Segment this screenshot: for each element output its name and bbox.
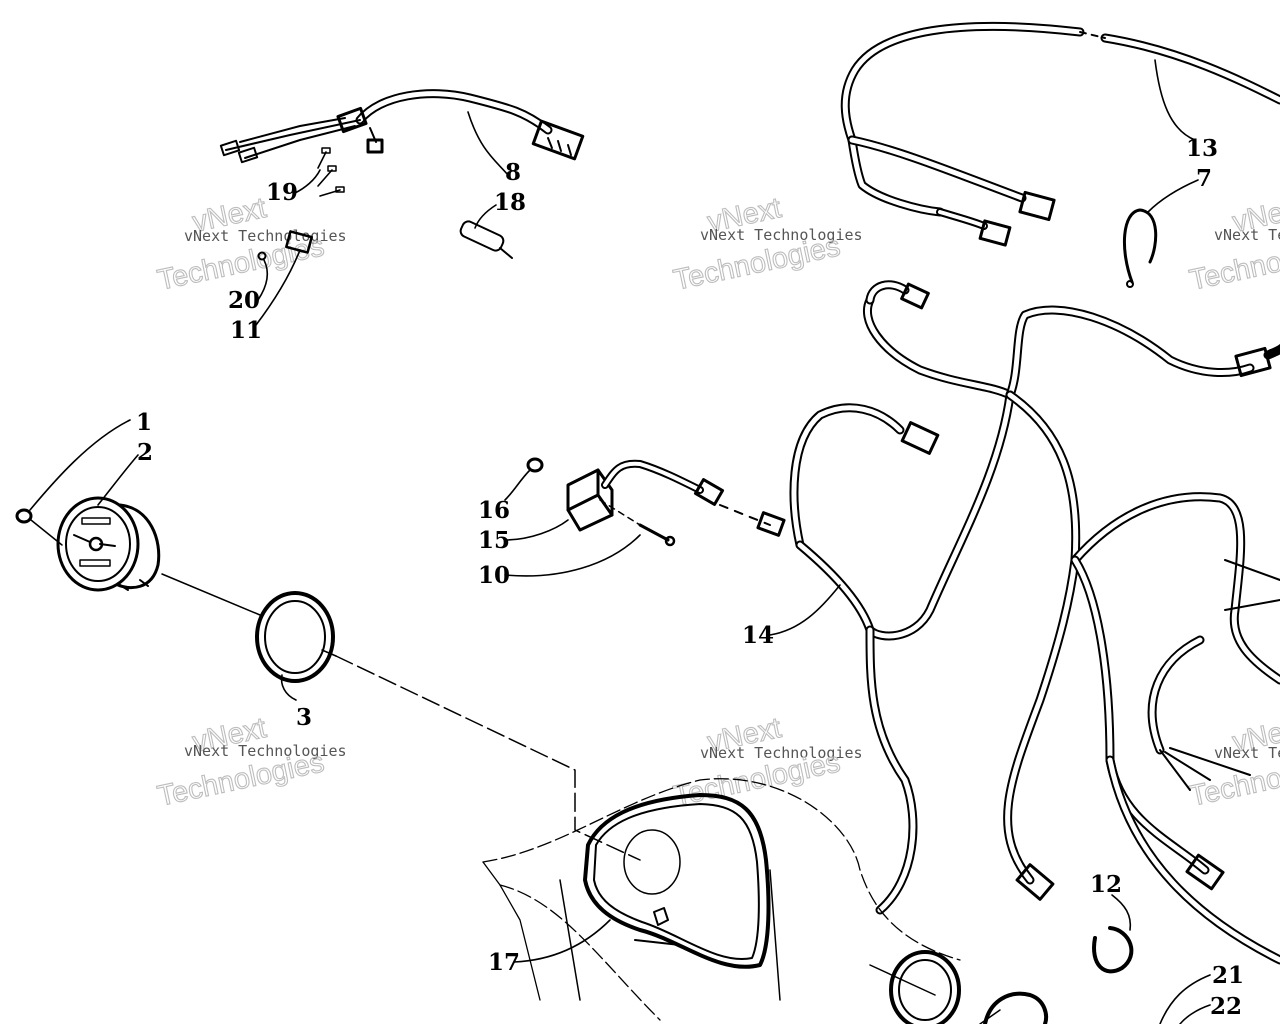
bezel-ring-bottom xyxy=(869,950,1049,1024)
watermark-bottom-center: vNext vNext Technologies Technologies xyxy=(670,712,863,814)
svg-text:vNext Technologies: vNext Technologies xyxy=(1214,226,1280,244)
fuse-part-18 xyxy=(459,220,513,259)
callout-labels: 1 2 3 7 8 10 11 12 13 14 15 16 17 18 19 … xyxy=(136,135,1244,1020)
harness-part-13 xyxy=(840,21,1280,247)
callout-22: 22 xyxy=(1210,993,1242,1020)
leader-lines xyxy=(29,59,1211,1024)
svg-text:vNext Technologies: vNext Technologies xyxy=(184,742,347,760)
callout-17: 17 xyxy=(488,949,520,976)
callout-13: 13 xyxy=(1186,135,1218,162)
callout-18: 18 xyxy=(494,189,526,216)
watermark-top-center: vNext vNext Technologies Technologies xyxy=(670,192,863,298)
watermark-top-right: vNext vNext Technologies Technologies xyxy=(1186,192,1280,298)
harness-part-8 xyxy=(219,89,585,164)
relay-module-part-15 xyxy=(526,457,725,547)
switch-part-11 xyxy=(257,230,313,261)
clamp-part-12 xyxy=(1092,926,1134,974)
callout-20: 20 xyxy=(228,287,260,314)
terminal-pins-part-19 xyxy=(317,147,345,197)
clip-part-7 xyxy=(1122,208,1158,288)
callout-16: 16 xyxy=(478,497,510,524)
callout-10: 10 xyxy=(478,562,510,589)
callout-19: 19 xyxy=(266,179,298,206)
svg-text:vNext Technologies: vNext Technologies xyxy=(184,227,347,245)
assembly-lines xyxy=(161,573,641,861)
gauge-part-2 xyxy=(15,496,161,592)
callout-14: 14 xyxy=(742,622,774,649)
callout-15: 15 xyxy=(478,527,510,554)
callout-3: 3 xyxy=(296,704,312,731)
callout-2: 2 xyxy=(137,439,153,466)
svg-text:vNext Technologies: vNext Technologies xyxy=(700,744,863,762)
main-harness-part-14 xyxy=(719,280,1280,965)
callout-12: 12 xyxy=(1090,871,1122,898)
watermark-bottom-left: vNext vNext Technologies Technologies xyxy=(154,712,347,814)
dash-panel-part-17 xyxy=(482,778,961,1021)
callout-8: 8 xyxy=(505,159,521,186)
callout-1: 1 xyxy=(136,409,152,436)
callout-7: 7 xyxy=(1196,165,1212,192)
bezel-ring-part-3 xyxy=(255,591,335,683)
callout-11: 11 xyxy=(230,317,262,344)
svg-text:vNext Technologies: vNext Technologies xyxy=(1214,744,1280,762)
watermark-top-left: vNext vNext Technologies Technologies xyxy=(154,192,347,298)
watermark-bottom-right: vNext vNext Technologies Technologies xyxy=(1186,712,1280,814)
callout-21: 21 xyxy=(1212,962,1244,989)
svg-text:vNext Technologies: vNext Technologies xyxy=(700,226,863,244)
